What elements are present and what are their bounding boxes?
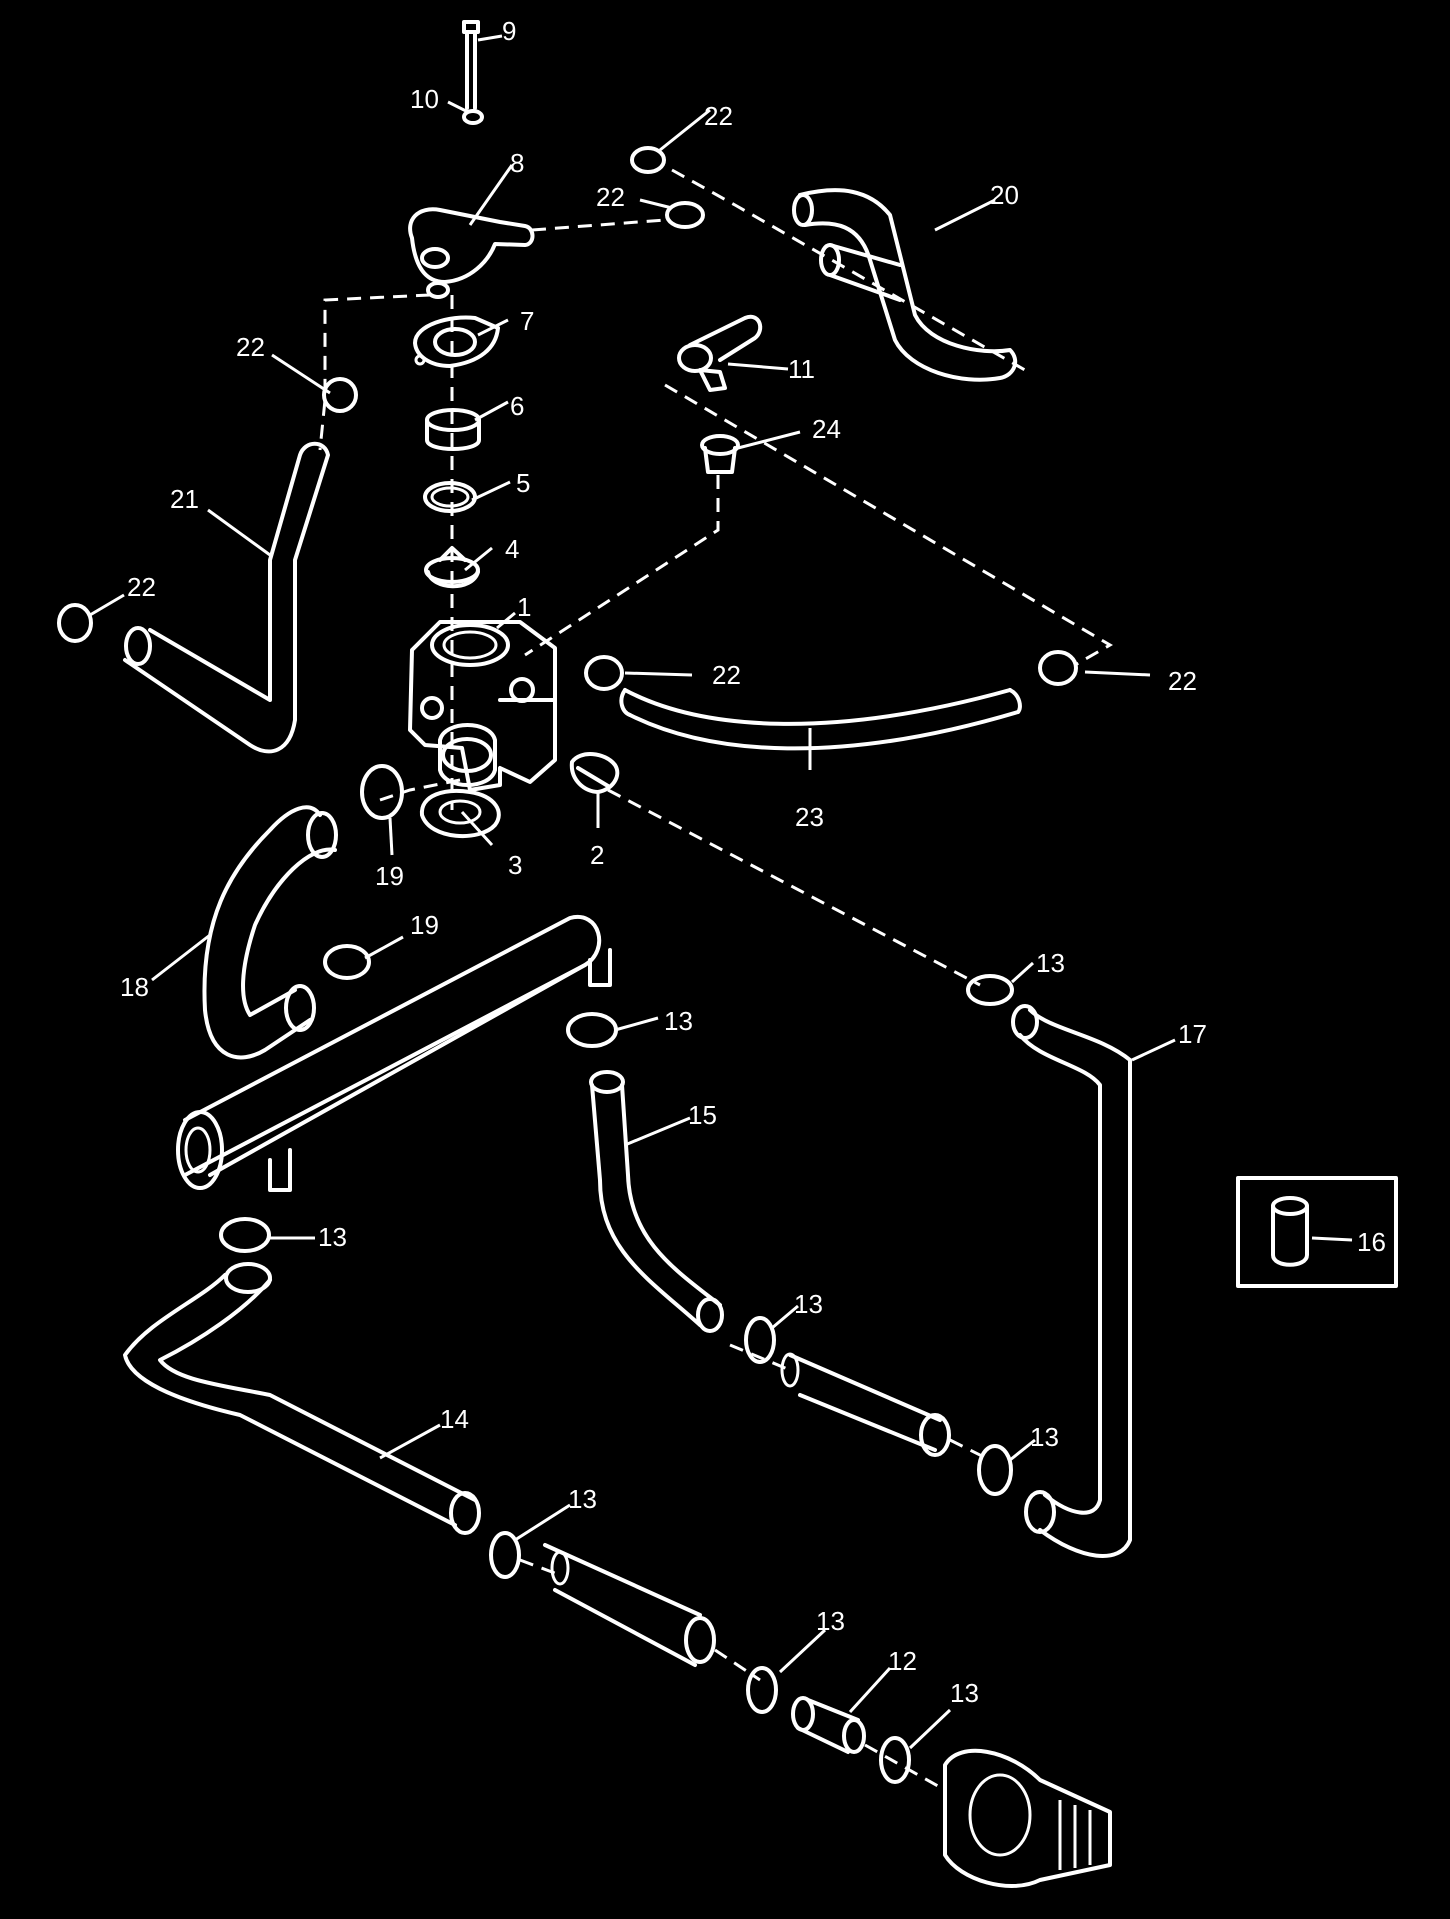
gasket-part-7 [413,315,500,368]
pump-end-assembly [943,1748,1112,1888]
inset-part-16 [1236,1176,1398,1288]
hose-part-15 [589,1070,724,1333]
callout-13-left: 13 [318,1222,347,1252]
callout-13-right-lower: 13 [1030,1422,1059,1452]
plug-part-2 [569,752,620,794]
hose-part-17 [1011,1004,1132,1558]
heat-exchanger [176,914,612,1192]
callout-13-center: 13 [794,1289,823,1319]
callout-9: 9 [502,16,516,46]
callout-22-far-left: 22 [127,572,156,602]
hose-part-18 [202,805,338,1060]
connection-dashes [318,168,1113,1792]
callout-11: 11 [788,354,815,384]
callout-7: 7 [520,306,534,336]
hose-clamps-part-13 [219,974,1014,1784]
callout-13-center-upper: 13 [664,1006,693,1036]
callout-22-right: 22 [1168,666,1197,696]
washer-part-10 [462,109,484,125]
callout-22-left: 22 [236,332,265,362]
callout-22-center: 22 [712,660,741,690]
callout-15: 15 [688,1100,717,1130]
callout-17: 17 [1178,1019,1207,1049]
elbow-fitting-part-8 [408,207,535,299]
callout-19-upper: 19 [375,861,404,891]
callout-3: 3 [508,850,522,880]
hose-clamps-part-22 [57,146,1078,691]
callout-22-upper-mid: 22 [596,182,625,212]
tee-fitting-part-11 [677,314,763,392]
pump-tube-mid [780,1352,951,1457]
sleeve-part-12 [791,1696,866,1754]
hose-part-21 [123,441,330,754]
pump-tube-lower [543,1543,716,1667]
thermostat-housing-part-1 [408,620,557,792]
callout-10: 10 [410,84,439,114]
callout-13-lower-left: 13 [568,1484,597,1514]
callout-13-lower-right: 13 [950,1678,979,1708]
callout-13-lower-center: 13 [816,1606,845,1636]
callout-16: 16 [1357,1227,1386,1257]
callout-13-right-upper: 13 [1036,948,1065,978]
leader-lines [89,34,1353,1750]
hose-part-20 [792,188,1018,382]
callout-6: 6 [510,391,524,421]
hose-part-23 [619,688,1022,751]
callout-labels: 9 10 8 7 6 5 4 1 22 22 20 22 11 24 21 22… [120,16,1386,1708]
callout-4: 4 [505,534,519,564]
callout-18: 18 [120,972,149,1002]
callout-12: 12 [888,1646,917,1676]
callout-23: 23 [795,802,824,832]
callout-14: 14 [440,1404,469,1434]
callout-21: 21 [170,484,199,514]
gasket-part-3 [419,788,501,839]
fitting-part-24 [700,434,740,474]
callout-5: 5 [516,468,530,498]
bolt-part-9 [462,20,480,110]
callout-24: 24 [812,414,841,444]
callout-1: 1 [517,592,531,622]
callout-22-top: 22 [704,101,733,131]
callout-8: 8 [510,148,524,178]
ring-part-5 [423,481,477,513]
callout-20: 20 [990,180,1019,210]
hose-part-14 [123,1262,481,1535]
callout-19-lower: 19 [410,910,439,940]
callout-2: 2 [590,840,604,870]
